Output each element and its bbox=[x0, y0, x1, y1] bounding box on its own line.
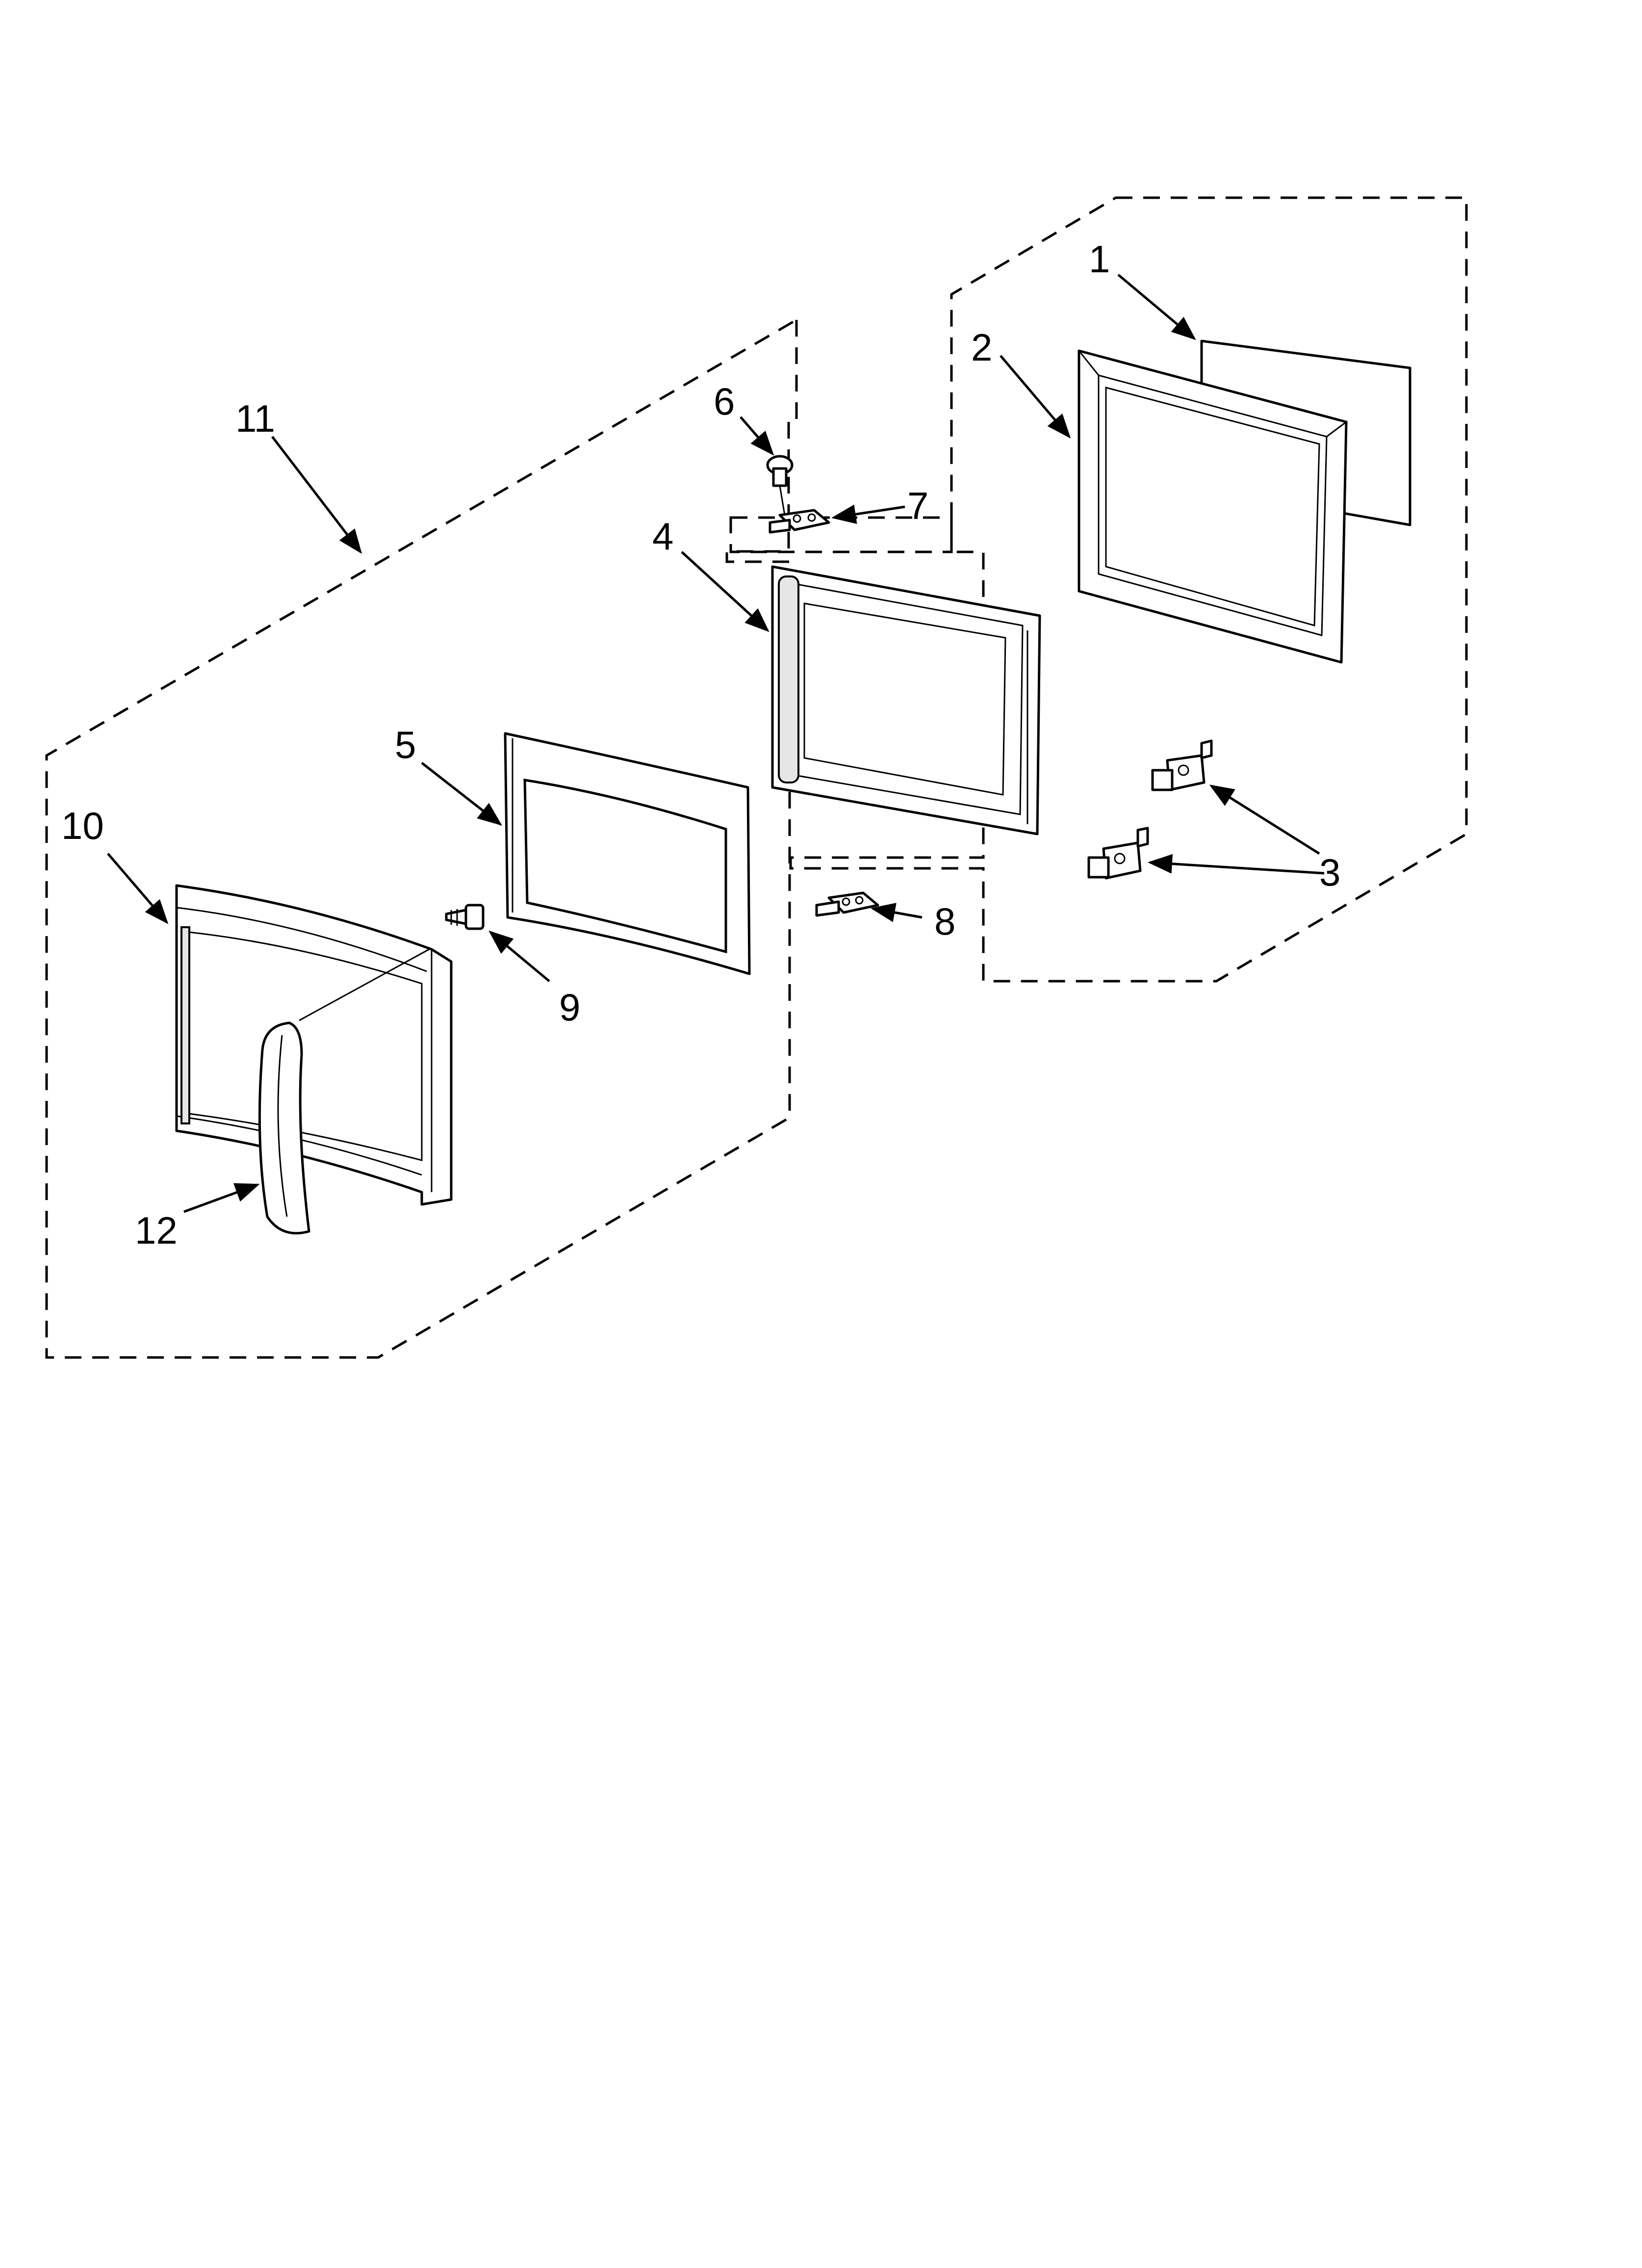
leader-8 bbox=[871, 903, 923, 922]
leader-11 bbox=[271, 436, 362, 554]
leader-3b bbox=[1148, 854, 1325, 875]
group-outline-hinge-top bbox=[729, 516, 953, 553]
callout-11: 11 bbox=[235, 397, 275, 440]
callout-7: 7 bbox=[907, 484, 928, 527]
group-outline-11 bbox=[45, 317, 798, 1359]
callout-12: 12 bbox=[135, 1209, 178, 1252]
bumper-guide-line bbox=[779, 485, 786, 516]
part-2-choke-frame bbox=[1078, 349, 1348, 664]
leader-5 bbox=[421, 762, 502, 826]
callout-1: 1 bbox=[1089, 237, 1110, 281]
leader-12 bbox=[183, 1183, 260, 1213]
part-12-handle bbox=[258, 1021, 310, 1235]
leader-6 bbox=[740, 416, 774, 456]
part-7-upper-hinge bbox=[769, 509, 830, 534]
callout-2: 2 bbox=[971, 326, 992, 369]
callout-9: 9 bbox=[559, 986, 580, 1029]
leader-2 bbox=[1000, 355, 1071, 439]
part-8-lower-hinge bbox=[815, 891, 879, 917]
leader-7 bbox=[831, 504, 905, 524]
callout-6: 6 bbox=[714, 380, 735, 423]
part-3-latch-lower bbox=[1087, 827, 1149, 880]
part-9-screw bbox=[445, 904, 485, 930]
callout-8: 8 bbox=[934, 900, 955, 943]
callout-10: 10 bbox=[61, 804, 104, 847]
part-5-window-panel bbox=[504, 732, 751, 975]
callout-4: 4 bbox=[652, 515, 673, 558]
callout-3: 3 bbox=[1319, 851, 1340, 894]
screw-axis-line bbox=[299, 948, 430, 1021]
part-3-latch-upper bbox=[1151, 739, 1213, 791]
leader-9 bbox=[488, 930, 550, 982]
leader-1 bbox=[1117, 274, 1196, 340]
leader-3a bbox=[1209, 784, 1320, 855]
group-outline-right bbox=[789, 196, 1468, 983]
callout-5: 5 bbox=[395, 723, 416, 766]
leader-10 bbox=[107, 853, 169, 924]
part-4-inner-door-frame bbox=[771, 565, 1041, 835]
leader-4 bbox=[681, 551, 770, 632]
part-10-outer-door bbox=[175, 884, 453, 1206]
